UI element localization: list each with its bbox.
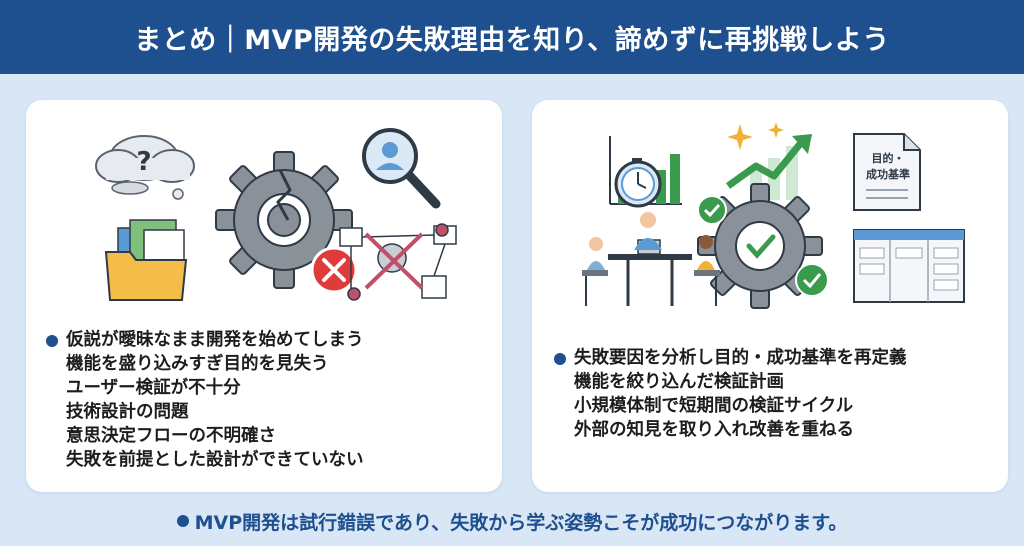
improvement-card: 目的・ 成功基準	[532, 100, 1008, 492]
check-gear-icon	[697, 183, 829, 309]
list-item: 機能を盛り込みすぎ目的を見失う	[66, 354, 329, 374]
footer-text: MVP開発は試行錯誤であり、失敗から学ぶ姿勢こそが成功につながります。	[194, 511, 848, 534]
bullet-icon	[554, 353, 566, 365]
folder-icon	[104, 219, 188, 301]
stopwatch-chart-icon	[609, 136, 682, 208]
list-item: 技術設計の問題	[66, 402, 189, 422]
list-item: 失敗要因を分析し目的・成功基準を再定義	[554, 346, 907, 370]
growth-arrow-icon	[725, 122, 812, 200]
broken-flow-icon	[339, 223, 457, 301]
team-meeting-icon	[582, 212, 720, 306]
list-item: 機能を絞り込んだ検証計画	[574, 372, 784, 392]
failure-reasons-card: ?	[26, 100, 502, 492]
list-item: 外部の知見を取り入れ改善を重ねる	[574, 420, 854, 440]
bullet-icon	[176, 515, 189, 527]
broken-gear-icon	[215, 151, 353, 289]
goal-document-icon: 目的・ 成功基準	[853, 133, 921, 211]
list-item: 小規模体制で短期間の検証サイクル	[574, 396, 854, 416]
kanban-board-icon	[853, 229, 965, 303]
failure-illustration: ?	[95, 128, 457, 301]
question-cloud-icon: ?	[95, 135, 195, 200]
improvement-illustration: 目的・ 成功基準	[582, 122, 965, 309]
svg-text:?: ?	[136, 147, 151, 177]
magnifier-user-icon	[362, 128, 441, 209]
goal-document-label-2: 成功基準	[866, 167, 910, 181]
list-item: 失敗を前提とした設計ができていない	[66, 450, 364, 470]
bullet-icon	[46, 335, 58, 347]
error-x-icon	[310, 246, 358, 294]
page-title: まとめ｜MVP開発の失敗理由を知り、諦めずに再挑戦しよう	[134, 24, 890, 56]
list-item: 意思決定フローの不明確さ	[66, 426, 276, 446]
footer-message: MVP開発は試行錯誤であり、失敗から学ぶ姿勢こそが成功につながります。	[0, 502, 1024, 540]
list-item: 仮説が曖昧なまま開発を始めてしまう	[46, 328, 364, 352]
list-item: ユーザー検証が不十分	[66, 378, 241, 398]
header-bar: まとめ｜MVP開発の失敗理由を知り、諦めずに再挑戦しよう	[0, 0, 1024, 74]
goal-document-label-1: 目的・	[872, 151, 905, 165]
